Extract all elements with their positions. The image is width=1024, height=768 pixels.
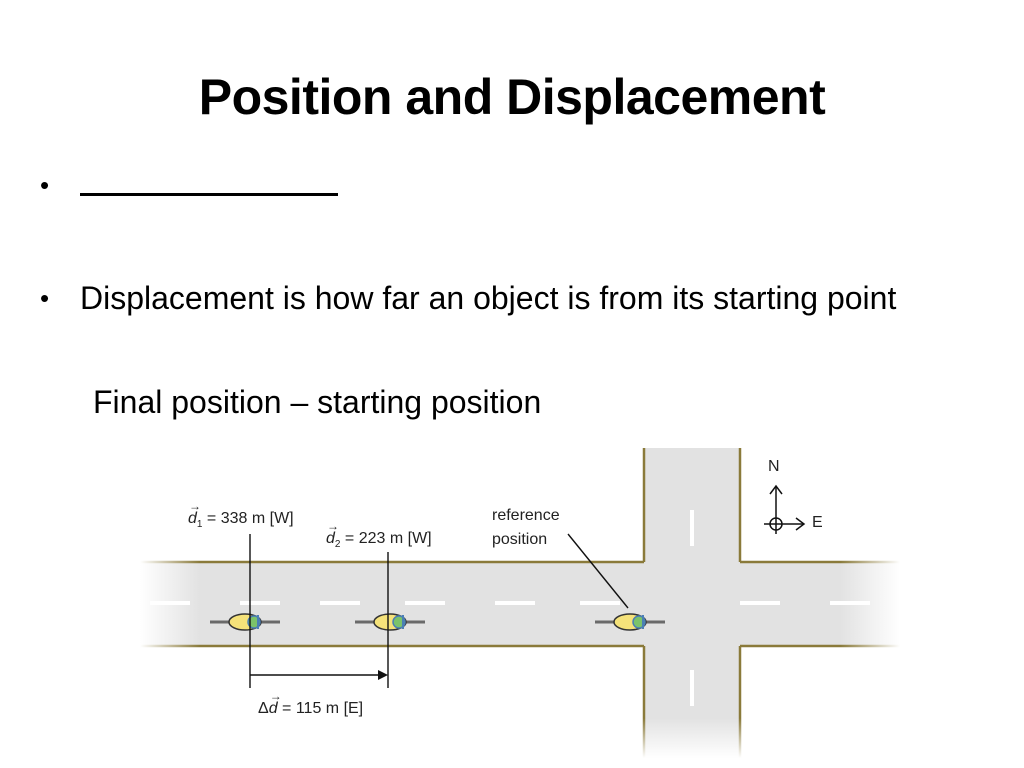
road-diagram: [140, 448, 900, 758]
cyclist-icon: [595, 613, 665, 631]
bullet-dot: •: [40, 283, 50, 313]
slide-title: Position and Displacement: [198, 69, 826, 125]
formula-text: Final position – starting position: [93, 384, 542, 420]
displacement-diagram: d1 = 338 m [W] d2 = 223 m [W] reference …: [140, 448, 900, 758]
d2-label: d2 = 223 m [W]: [326, 519, 432, 550]
bullet-text: Displacement is how far an object is fro…: [80, 280, 897, 316]
compass-east-label: E: [812, 514, 823, 531]
compass-icon: [764, 484, 806, 534]
delta-d-label: Δd = 115 m [E]: [258, 689, 363, 718]
delta-arrow: [250, 670, 388, 680]
reference-position-label: reference position: [492, 507, 560, 548]
d1-label: d1 = 338 m [W]: [188, 499, 294, 530]
bullet-dot: •: [40, 170, 50, 200]
pointer-lines: [249, 533, 629, 688]
vertical-road: [644, 448, 740, 758]
fill-in-blank: [80, 162, 960, 208]
cyclist-icon: [355, 613, 425, 631]
blank-line: [80, 163, 338, 196]
compass-north-label: N: [768, 458, 780, 475]
cyclist-icon: [210, 613, 280, 631]
